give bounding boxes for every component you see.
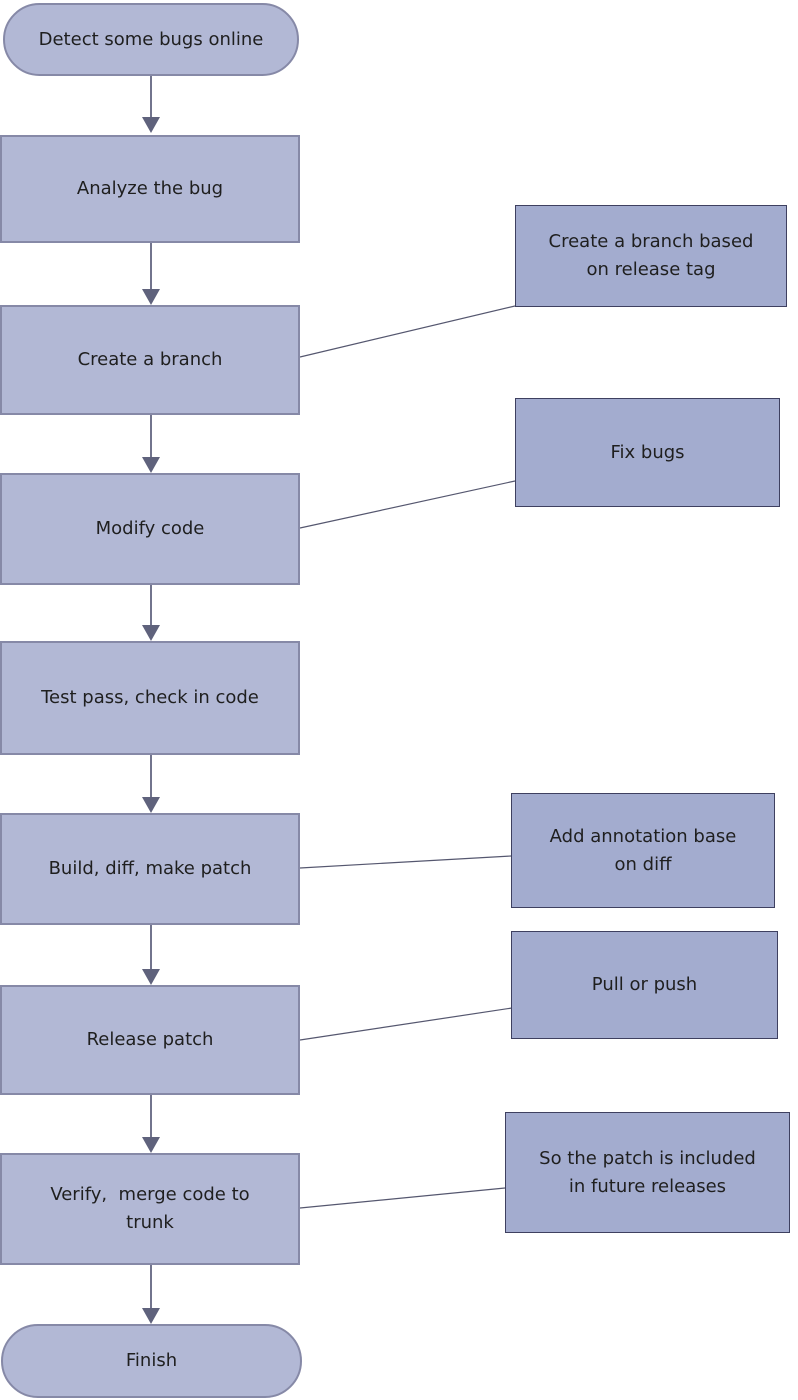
arrow-test-to-build [142,755,160,813]
node-modify-code: Modify code [0,473,300,585]
node-start-label: Detect some bugs online [38,28,264,50]
node-create-branch-label: Create a branch [77,349,223,371]
annotation-add-annotation-note: Add annotation base on diff [511,793,775,908]
annotation-future-releases-note-line1: So the patch is included [539,1147,756,1169]
connector-branch-note [299,305,516,358]
node-analyze-bug-label: Analyze the bug [76,178,224,200]
node-release-patch: Release patch [0,985,300,1095]
node-finish: Finish [1,1324,302,1398]
node-create-branch: Create a branch [0,305,300,415]
connector-push-note [299,1007,513,1041]
annotation-pull-push-note: Pull or push [511,931,778,1039]
connector-future-note [299,1187,506,1209]
node-start: Detect some bugs online [3,3,299,76]
node-verify-merge: Verify, merge code to trunk [0,1153,300,1265]
node-test-pass-label: Test pass, check in code [41,687,259,709]
node-build-diff-patch-label: Build, diff, make patch [48,858,252,880]
connector-diff-note [299,855,512,869]
node-release-patch-label: Release patch [86,1029,214,1051]
annotation-fix-bugs-note: Fix bugs [515,398,780,507]
annotation-fix-bugs-note-line1: Fix bugs [610,441,685,463]
annotation-create-branch-note: Create a branch based on release tag [515,205,787,307]
annotation-future-releases-note: So the patch is included in future relea… [505,1112,790,1233]
annotation-create-branch-note-line2: on release tag [586,259,716,280]
annotation-future-releases-note-line2: in future releases [568,1175,727,1197]
annotation-add-annotation-note-line2: on diff [614,853,672,875]
arrow-release-to-verify [142,1095,160,1153]
connector-fix-note [299,480,516,529]
node-test-pass: Test pass, check in code [0,641,300,755]
arrow-build-to-release [142,925,160,985]
arrow-analyze-to-branch [142,243,160,305]
arrow-start-to-analyze [142,76,160,133]
node-analyze-bug: Analyze the bug [0,135,300,243]
annotation-pull-push-note-line1: Pull or push [591,974,698,996]
node-build-diff-patch: Build, diff, make patch [0,813,300,925]
arrow-branch-to-modify [142,415,160,473]
arrow-verify-to-finish [142,1265,160,1324]
node-verify-merge-label-line1: Verify, merge code to [50,1184,250,1206]
arrow-modify-to-test [142,585,160,641]
annotation-create-branch-note-line1: Create a branch based [548,231,754,253]
node-modify-code-label: Modify code [95,518,205,540]
annotation-add-annotation-note-line1: Add annotation base [549,825,737,847]
node-verify-merge-label-line2: trunk [126,1212,174,1233]
node-finish-label: Finish [125,1350,178,1372]
